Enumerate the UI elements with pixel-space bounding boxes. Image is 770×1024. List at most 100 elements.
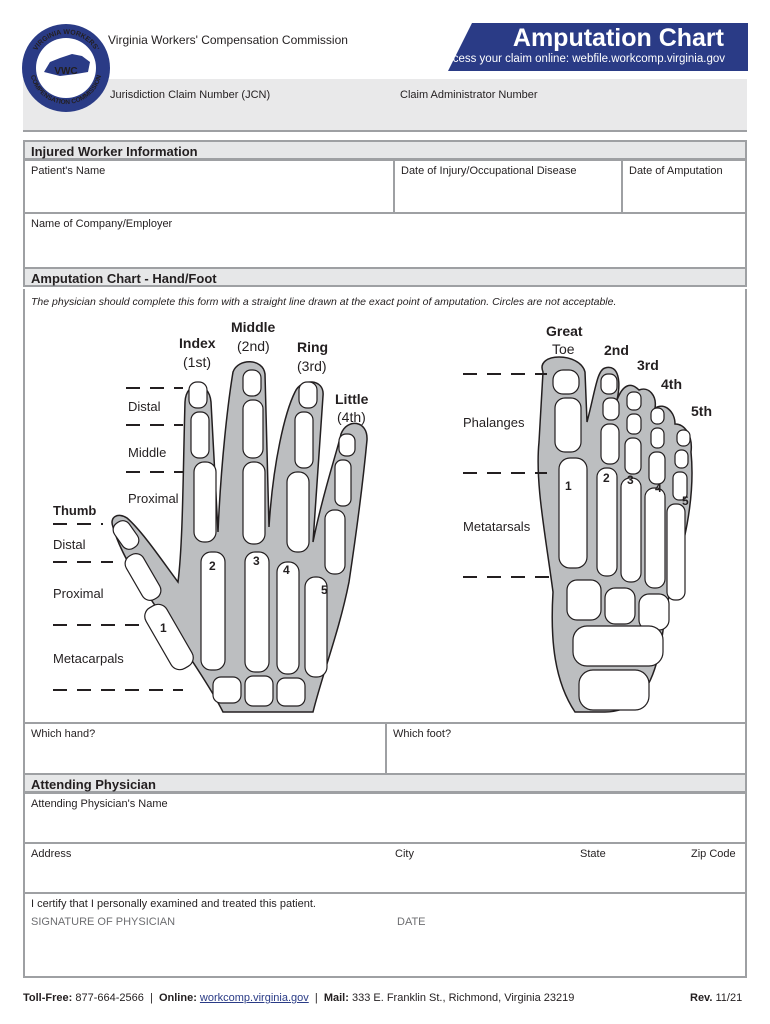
metacarpal-3 xyxy=(244,551,270,673)
hand-number-4: 4 xyxy=(283,563,290,577)
employer-field[interactable]: Name of Company/Employer xyxy=(23,212,747,269)
metatarsal-5 xyxy=(666,503,686,601)
hand-number-5: 5 xyxy=(321,583,328,597)
toe5-distal-bone xyxy=(676,429,691,447)
hand-number-3: 3 xyxy=(253,554,260,568)
metatarsal-4 xyxy=(644,487,666,589)
tarsal-bone xyxy=(578,669,650,711)
ring-proximal-bone xyxy=(286,471,310,553)
section-title: Amputation Chart - Hand/Foot xyxy=(31,271,217,286)
foot-number-5: 5 xyxy=(682,494,689,508)
toe2-distal-bone xyxy=(600,373,618,395)
signature-label: SIGNATURE OF PHYSICIAN xyxy=(31,916,176,928)
index-finger-label: Index xyxy=(179,335,216,351)
state-label: State xyxy=(580,848,606,860)
footer-contact: Toll-Free: 877-664-2566 | Online: workco… xyxy=(23,992,575,1004)
metacarpals-label: Metacarpals xyxy=(53,651,124,666)
toe3-proximal-bone xyxy=(624,437,642,475)
foot-diagram[interactable]: 1 2 3 4 5 Great Toe 2nd 3rd 4th 5th Phal… xyxy=(455,312,745,722)
tarsal-bone xyxy=(566,579,602,621)
index-proximal-bone xyxy=(193,461,217,543)
thumb-proximal-label: Proximal xyxy=(53,586,104,601)
page-title: Amputation Chart xyxy=(512,24,724,52)
thumb-label: Thumb xyxy=(53,503,96,518)
rev-value: 11/21 xyxy=(715,992,743,1004)
website-link[interactable]: workcomp.virginia.gov xyxy=(199,992,309,1004)
index-distal-bone xyxy=(188,381,208,409)
metatarsal-2 xyxy=(596,467,618,577)
date-of-amputation-field[interactable]: Date of Amputation xyxy=(621,159,747,214)
claim-admin-label: Claim Administrator Number xyxy=(400,89,538,101)
toe3-distal-bone xyxy=(626,391,642,411)
middle-finger-label: Middle xyxy=(231,319,276,335)
middle-finger-number: (2nd) xyxy=(237,338,270,354)
signature-field[interactable]: I certify that I personally examined and… xyxy=(23,892,747,978)
address-label: Address xyxy=(31,848,72,860)
metacarpal-4 xyxy=(276,561,300,675)
fifth-toe-label: 5th xyxy=(691,403,712,419)
tarsal-bone xyxy=(638,593,670,631)
employer-label: Name of Company/Employer xyxy=(31,218,173,230)
mail-label: Mail: xyxy=(323,992,349,1004)
toe4-proximal-bone xyxy=(648,451,666,485)
which-foot-field[interactable]: Which foot? xyxy=(385,722,747,775)
carpal-bone xyxy=(212,676,242,704)
little-finger-label: Little xyxy=(335,391,369,407)
middle-distal-bone xyxy=(242,369,262,397)
toe2-proximal-bone xyxy=(600,423,620,465)
little-distal-bone xyxy=(338,433,356,457)
thumb-distal-bone xyxy=(112,520,140,550)
which-hand-field[interactable]: Which hand? xyxy=(23,722,387,775)
certify-text: I certify that I personally examined and… xyxy=(31,898,316,910)
carpal-bone xyxy=(276,677,306,707)
date-of-injury-field[interactable]: Date of Injury/Occupational Disease xyxy=(393,159,623,214)
hand-diagram[interactable]: 1 2 3 4 5 Index (1st) Middle (2nd) Ring … xyxy=(23,312,383,722)
toe4-distal-bone xyxy=(650,407,665,425)
vwcc-seal-logo: VWC VIRGINIA WORKERS' COMPENSATION COMMI… xyxy=(22,24,110,112)
revision: Rev. 11/21 xyxy=(690,992,742,1004)
metatarsals-label: Metatarsals xyxy=(463,519,531,534)
thumb-distal-label: Distal xyxy=(53,537,86,552)
toe5-middle-bone xyxy=(674,449,689,469)
rev-label: Rev. xyxy=(690,992,713,1004)
foot-number-3: 3 xyxy=(627,473,634,487)
physician-name-field[interactable]: Attending Physician's Name xyxy=(23,792,747,844)
section-title: Injured Worker Information xyxy=(31,144,198,159)
middle-middle-bone xyxy=(242,399,264,459)
proximal-label: Proximal xyxy=(128,491,179,506)
index-finger-number: (1st) xyxy=(183,354,211,370)
hand-number-1: 1 xyxy=(160,621,167,635)
patient-name-field[interactable]: Patient's Name xyxy=(23,159,395,214)
ring-finger-number: (3rd) xyxy=(297,358,327,374)
jcn-label: Jurisdiction Claim Number (JCN) xyxy=(110,89,271,101)
fourth-toe-label: 4th xyxy=(661,376,682,392)
date-label: DATE xyxy=(397,916,426,928)
metacarpal-1 xyxy=(144,603,194,671)
amputation-chart-section: Amputation Chart - Hand/Foot xyxy=(23,267,747,287)
online-access-text: Access your claim online: webfile.workco… xyxy=(439,53,725,65)
third-toe-label: 3rd xyxy=(637,357,659,373)
little-middle-bone xyxy=(334,459,352,507)
physician-name-label: Attending Physician's Name xyxy=(31,798,168,810)
ring-distal-bone xyxy=(298,381,318,409)
section-title: Attending Physician xyxy=(31,777,156,792)
seal-center-text: VWC xyxy=(54,66,77,77)
address-field[interactable]: Address City State Zip Code xyxy=(23,842,747,894)
zip-label: Zip Code xyxy=(691,848,736,860)
toe4-middle-bone xyxy=(650,427,665,449)
index-middle-bone xyxy=(190,411,210,459)
great-toe-label: Great xyxy=(546,323,583,339)
org-name: Virginia Workers' Compensation Commissio… xyxy=(108,33,348,47)
instruction-text: The physician should complete this form … xyxy=(31,296,617,308)
foot-number-2: 2 xyxy=(603,471,610,485)
ring-middle-bone xyxy=(294,411,314,469)
great-toe-proximal-bone xyxy=(554,397,582,453)
metatarsal-3 xyxy=(620,477,642,583)
middle-phalanx-label: Middle xyxy=(128,445,166,460)
ring-finger-label: Ring xyxy=(297,339,328,355)
toe-label: Toe xyxy=(552,341,575,357)
metacarpal-2 xyxy=(200,551,226,671)
foot-number-1: 1 xyxy=(565,479,572,493)
tollfree-number: 877-664-2566 xyxy=(75,992,144,1004)
injured-worker-section: Injured Worker Information xyxy=(23,140,747,160)
